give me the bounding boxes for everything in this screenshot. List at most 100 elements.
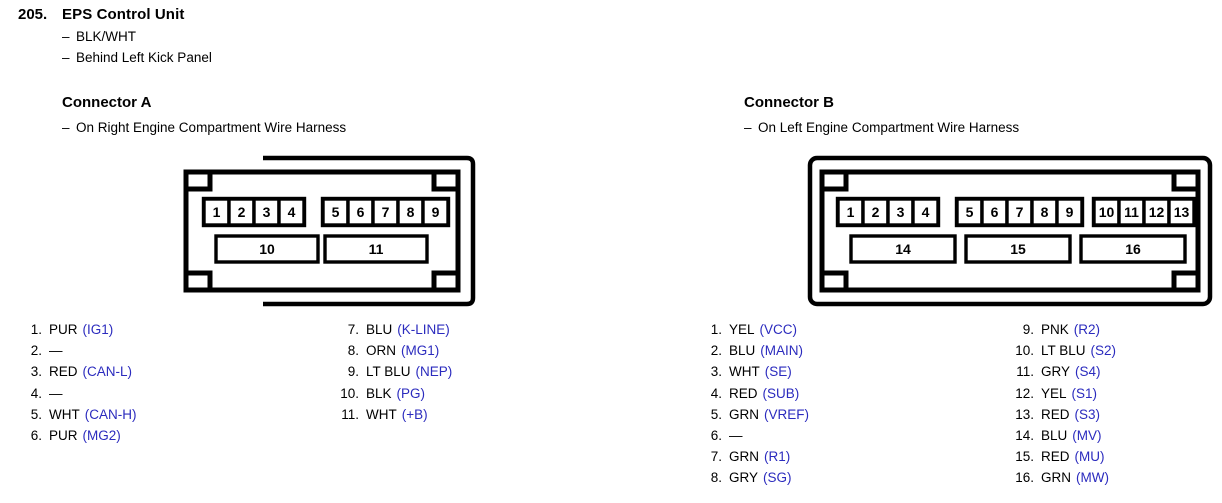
pin-list-item: 9.PNK(R2): [1005, 319, 1116, 340]
pin-cell-label: 6: [991, 204, 999, 220]
pin-wire-color: BLU: [1041, 428, 1068, 444]
connector-a-notch-top-right: [431, 172, 458, 192]
pin-cell-wide: [964, 234, 1072, 264]
pin-signal-name: (VREF): [764, 406, 809, 422]
pin-list-item: 1.PUR(IG1): [20, 319, 137, 340]
pin-list-item: 8.GRY(SG): [700, 467, 809, 488]
connector-b-notch-top-left: [822, 172, 849, 192]
pin-list-item: 14.BLU(MV): [1005, 425, 1116, 446]
pin-list-item: 6.PUR(MG2): [20, 425, 137, 446]
pin-signal-name: (+B): [401, 406, 428, 422]
pin-signal-name: (CAN-L): [82, 364, 133, 380]
connector-b-notch-bottom-right: [1171, 270, 1198, 290]
pin-wire-color: PUR: [49, 428, 78, 444]
pin-wire-color: GRY: [729, 470, 759, 486]
pin-signal-name: (S2): [1090, 343, 1117, 359]
pin-number: 15.: [1015, 449, 1034, 465]
pin-number: 9.: [347, 364, 359, 380]
connector-a-heading: Connector A: [62, 94, 152, 111]
pin-list-item: 13.RED(S3): [1005, 404, 1116, 425]
pin-cell-label: 15: [1010, 241, 1026, 257]
pin-list-item: 12.YEL(S1): [1005, 383, 1116, 404]
pin-cell-label: 4: [922, 204, 930, 220]
pin-number: 11.: [1016, 364, 1034, 380]
connector-a-pin-list-left: 1.PUR(IG1)2.—3.RED(CAN-L)4.—5.WHT(CAN-H)…: [20, 319, 137, 446]
pin-cell-label: 3: [263, 204, 271, 220]
pin-number: 3.: [30, 364, 42, 380]
pin-list-item: 5.WHT(CAN-H): [20, 404, 137, 425]
pin-list-item: 11.GRY(S4): [1005, 361, 1116, 382]
pin-cell-label: 12: [1149, 204, 1165, 220]
item-title: EPS Control Unit: [62, 6, 185, 23]
pin-cell-label: 7: [1016, 204, 1024, 220]
connector-a-pin-list-right: 7.BLU(K-LINE)8.ORN(MG1)9.LT BLU(NEP)10.B…: [330, 319, 452, 425]
pin-signal-name: (MG1): [401, 343, 440, 359]
pin-cell: [1167, 197, 1196, 227]
pin-cell-label: 5: [966, 204, 974, 220]
pin-signal-name: (SE): [764, 364, 792, 380]
pin-wire-color: GRN: [729, 406, 759, 422]
pin-wire-color: RED: [1041, 406, 1070, 422]
pin-list-item: 11. WHT(+B): [330, 404, 452, 425]
pin-list-item: 9.LT BLU(NEP): [330, 361, 453, 382]
pin-signal-name: (MW): [1076, 470, 1109, 486]
dash-glyph: –: [62, 50, 70, 65]
pin-wire-color: PNK: [1041, 322, 1069, 337]
dash-glyph: –: [62, 120, 70, 135]
pin-number: 1.: [30, 322, 42, 337]
connector-b-heading: Connector B: [744, 94, 834, 111]
connector-a-body: [183, 169, 461, 293]
connector-b-notch-top-right: [1171, 172, 1198, 192]
pin-number: 10.: [340, 385, 359, 401]
pin-cell-label: 11: [369, 241, 384, 257]
pin-cell: [911, 197, 940, 227]
pin-unused-dash: —: [729, 428, 743, 444]
pin-wire-color: WHT: [729, 364, 760, 380]
pin-signal-name: (CAN-H): [84, 406, 137, 422]
connector-a-outer-shell: [263, 155, 476, 307]
pin-cell-label: 8: [1041, 204, 1049, 220]
pin-signal-name: (R2): [1073, 322, 1101, 337]
pin-number: 2.: [30, 343, 42, 359]
pin-cell-label: 9: [432, 204, 440, 220]
pin-list-item: 5.GRN(VREF): [700, 404, 809, 425]
pin-wire-color: ORN: [366, 343, 396, 359]
pin-wire-color: YEL: [1041, 385, 1067, 401]
connector-b-subtitle: –On Left Engine Compartment Wire Harness: [744, 120, 1019, 135]
pin-wire-color: PUR: [49, 322, 78, 337]
dash-glyph: –: [744, 120, 752, 135]
header-note-text: BLK/WHT: [76, 29, 137, 44]
pin-wire-color: WHT: [49, 406, 80, 422]
header-note-text: Behind Left Kick Panel: [76, 50, 212, 65]
pin-wire-color: WHT: [366, 406, 397, 422]
pin-cell: [321, 197, 350, 227]
connector-a-subtitle-text: On Right Engine Compartment Wire Harness: [76, 120, 347, 135]
pin-cell: [1055, 197, 1084, 227]
pin-cell-label: 1: [213, 204, 221, 220]
pin-wire-color: YEL: [729, 322, 755, 337]
pin-wire-color: GRY: [1041, 364, 1071, 380]
pin-unused-dash: —: [49, 343, 63, 359]
pin-cell: [396, 197, 425, 227]
pin-list-item: 6.—: [700, 425, 809, 446]
pin-signal-name: (SUB): [762, 385, 800, 401]
pin-wire-color: GRN: [1041, 470, 1071, 486]
connector-b-notch-bottom-left: [822, 270, 849, 290]
pin-number: 16.: [1015, 470, 1034, 486]
pin-cell: [421, 197, 450, 227]
pin-list-item: 4.—: [20, 383, 137, 404]
pin-number: 13.: [1015, 406, 1034, 422]
connector-b-pin-list-left: 1.YEL(VCC)2.BLU(MAIN)3.WHT(SE)4.RED(SUB)…: [700, 319, 809, 489]
pin-number: 11.: [341, 406, 359, 422]
pin-cell-label: 6: [357, 204, 365, 220]
pin-wire-color: LT BLU: [366, 364, 411, 380]
pin-number: 3.: [710, 364, 722, 380]
pin-cell: [346, 197, 375, 227]
pin-cell-wide: [323, 234, 429, 264]
pin-signal-name: (MAIN): [760, 343, 804, 359]
page-title: 205. EPS Control Unit: [18, 6, 718, 23]
pin-list-item: 7.GRN(R1): [700, 446, 809, 467]
